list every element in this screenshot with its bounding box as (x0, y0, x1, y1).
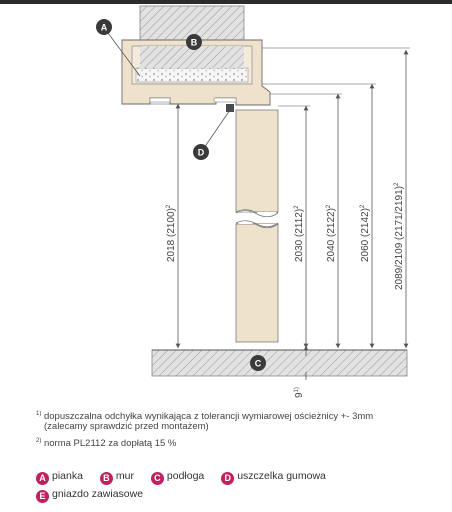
footnote-2-marker: 2) (36, 438, 42, 444)
foam (135, 67, 249, 83)
dimension-lines (150, 47, 410, 380)
dim-label-2: 2030 (2112)2 (294, 205, 305, 262)
footnote-1b: (zalecamy sprawdzić przed montażem) (44, 421, 209, 432)
break-edge-top (235, 210, 279, 218)
dim-label-1: 2018 (2100)2 (166, 204, 177, 262)
dim-label-5: 2089/2109 (2171/2191)2 (394, 182, 405, 290)
dim-label-3: 2040 (2122)2 (326, 204, 337, 262)
legend-dot-b: B (99, 472, 113, 485)
legend-label-c: podłoga (166, 470, 205, 482)
break-gap (236, 213, 278, 223)
legend-label-b: mur (115, 470, 134, 482)
footnote-2-text: norma PL2112 za dopłatą 15 % (43, 438, 177, 450)
legend-dot-e: E (36, 490, 49, 503)
frame-groove-left (149, 97, 171, 103)
floor (151, 349, 408, 377)
svg-text:C: C (255, 359, 262, 369)
leader-d (203, 109, 231, 149)
legend-label-a: pianka (52, 470, 83, 482)
legend-dot-a: A (36, 472, 49, 485)
frame-groove-right (213, 97, 237, 103)
footnote-1-text: dopuszczalna odchyłka wynikająca z toler… (43, 411, 374, 423)
rubber-gasket (226, 104, 234, 112)
legend-label-e: gniazdo zawiasowe (52, 488, 144, 500)
marker-c: C (250, 355, 266, 371)
legend-label-d: uszczelka gumowa (237, 470, 326, 482)
marker-b: B (186, 34, 202, 50)
gap-label: 91) (294, 387, 305, 398)
legend-dot-c: C (150, 472, 164, 485)
wall-inner (140, 46, 244, 68)
top-bar (0, 0, 452, 4)
svg-text:B: B (191, 38, 198, 48)
break-edge-bottom (235, 220, 279, 228)
dimension-labels: 2018 (2100)2 2030 (2112)2 2040 (2122)2 2… (166, 182, 405, 398)
footnote-1-marker: 1) (36, 411, 42, 417)
door-leaf-lower (235, 223, 279, 343)
door-leaf-upper (235, 109, 279, 213)
marker-d: D (193, 144, 209, 160)
marker-a: A (96, 19, 112, 35)
svg-text:D: D (198, 148, 205, 158)
svg-text:A: A (101, 23, 108, 33)
dim-label-4: 2060 (2142)2 (360, 204, 371, 262)
footnote-2: 2) norma PL2112 za dopłatą 15 % (36, 435, 176, 450)
legend-dot-d: D (221, 472, 235, 485)
footnote-1: 1) dopuszczalna odchyłka wynikająca z to… (36, 408, 373, 423)
leader-a (107, 32, 141, 77)
